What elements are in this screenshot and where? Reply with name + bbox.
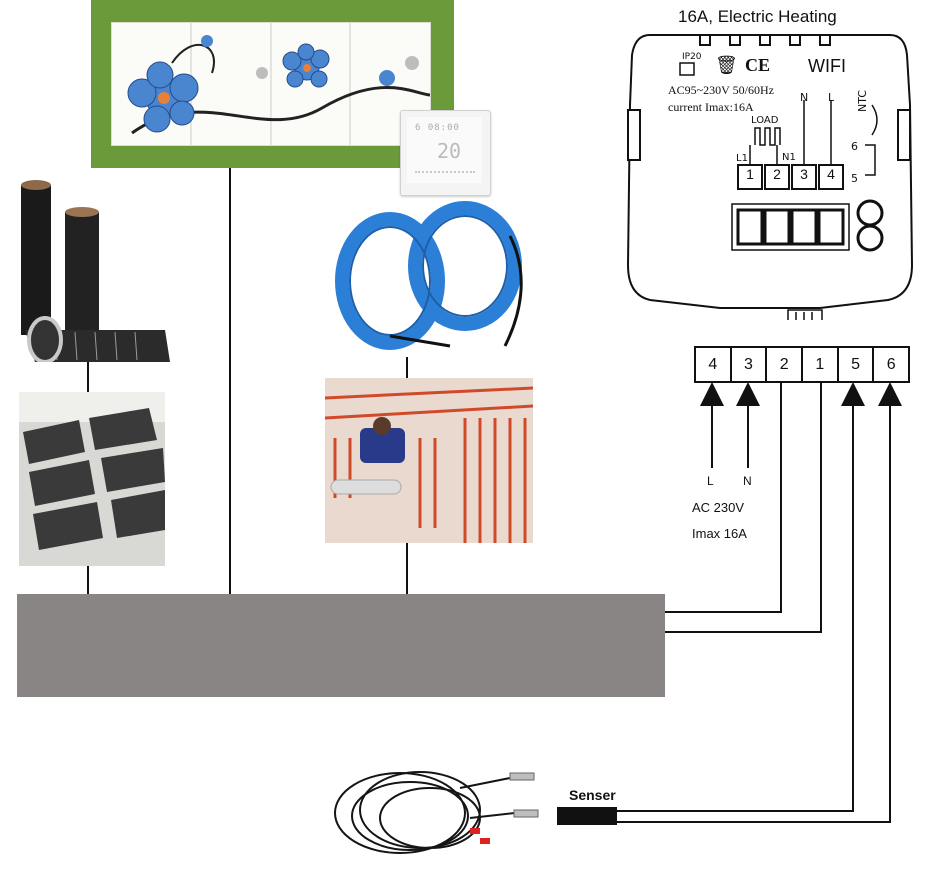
- sensor-probe: [557, 807, 617, 825]
- ip-rating-label: IP20: [682, 52, 702, 62]
- ntc-pin-5: 5: [851, 172, 858, 185]
- wire-terminal-2: [665, 379, 782, 613]
- terminal-pin-1: 1: [803, 348, 839, 381]
- arrow-live: [700, 382, 724, 406]
- thermostat-temp: 20: [437, 139, 462, 163]
- terminal-pin-6: 6: [886, 355, 896, 373]
- ntc-label: NTC: [856, 90, 869, 112]
- thermostat-back-schematic: [626, 34, 914, 320]
- spec-voltage: AC95~230V 50/60Hz: [668, 83, 774, 97]
- sensor-label: Senser: [569, 787, 616, 803]
- blue-flower-medium: [282, 43, 330, 88]
- arrow-pin-5: [841, 382, 865, 406]
- n-label: N: [800, 91, 809, 104]
- heating-film-floor-image: [19, 392, 165, 566]
- terminal-pin-5: 5: [839, 348, 875, 381]
- device-terminal-2: 2: [773, 166, 781, 182]
- wall-panel-image: [91, 0, 454, 168]
- worker-figure: [360, 428, 405, 463]
- heating-cable-floor-image: [324, 378, 534, 543]
- wifi-label: WIFI: [808, 56, 846, 76]
- weee-bin-icon: 🗑: [715, 55, 738, 76]
- heating-film-rolls-image: [15, 180, 175, 364]
- l-label: L: [828, 91, 835, 104]
- arrow-neutral: [736, 382, 760, 406]
- power-current: Imax 16A: [692, 526, 747, 541]
- terminal-pin-2: 2: [767, 348, 804, 381]
- thermostat-time: 6 08:00: [415, 123, 460, 133]
- terminal-block: 4 3 2 1 5 6: [694, 346, 910, 383]
- wire-terminal-6: [617, 398, 891, 823]
- terminal-pin-3: 3: [732, 348, 768, 381]
- power-voltage: AC 230V: [692, 500, 745, 515]
- power-l-label: L: [707, 474, 714, 488]
- arrow-pin-6: [878, 382, 902, 406]
- heating-cable-coils-image: [330, 196, 540, 356]
- device-title: 16A, Electric Heating: [678, 7, 837, 26]
- wire-terminal-1: [665, 379, 822, 633]
- ce-mark-icon: CE: [745, 55, 771, 75]
- power-n-label: N: [743, 474, 752, 488]
- flower-mural: [111, 22, 431, 146]
- n1-label: N1: [782, 152, 796, 163]
- device-terminal-4: 4: [827, 166, 835, 182]
- thermostat-screen: 6 08:00 20: [407, 117, 482, 183]
- thermostat-buttons: [415, 171, 475, 179]
- load-label: LOAD: [751, 115, 779, 126]
- device-terminal-1: 1: [746, 166, 754, 182]
- wire-terminal-5: [617, 398, 854, 812]
- terminal-pin-4: 4: [696, 348, 732, 381]
- sensor-cable-image: [330, 758, 540, 866]
- device-terminal-3: 3: [800, 166, 808, 182]
- ntc-pin-6: 6: [851, 140, 858, 153]
- thermostat-device: 6 08:00 20: [400, 110, 491, 196]
- spec-current: current Imax:16A: [668, 100, 754, 114]
- flower-mural-art: [127, 23, 431, 145]
- l1-label: L1: [736, 153, 748, 164]
- heating-element-bar: [17, 594, 665, 697]
